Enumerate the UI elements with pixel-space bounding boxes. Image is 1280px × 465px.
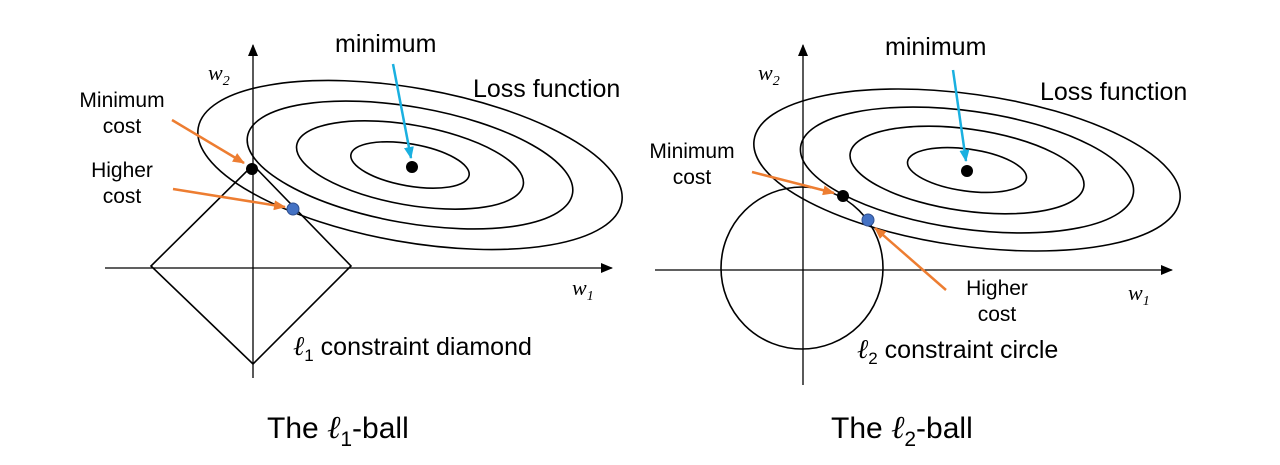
contour-4 [753, 88, 1181, 252]
loss-function-label: Loss function [1040, 78, 1187, 106]
w1-axis-label: w1 [1128, 280, 1150, 309]
w2-axis-label: w2 [208, 60, 230, 89]
w2-axis-label: w2 [758, 60, 780, 89]
contour-4 [197, 79, 623, 251]
higher-cost-dot [286, 202, 300, 216]
loss-contours [753, 88, 1181, 252]
constraint-circle-label: ℓ2 constraint circle [857, 334, 1058, 368]
minimum-cost-dot [246, 163, 258, 175]
minimum-label: minimum [885, 33, 986, 61]
minimum-cost-arrow [171, 118, 245, 165]
w1-axis-label: w1 [572, 275, 594, 304]
loss-contours [197, 79, 623, 251]
l1-ball-caption: The ℓ1-ball [267, 408, 409, 451]
minimum-arrow [391, 63, 414, 159]
l2-ball-caption: The ℓ2-ball [831, 408, 973, 451]
higher-cost-arrow [172, 187, 286, 211]
minimum-cost-dot [837, 190, 849, 202]
contour-3 [246, 100, 574, 230]
contour-2 [849, 125, 1085, 215]
minimum-dot [961, 165, 973, 177]
contour-3 [799, 106, 1135, 234]
contour-1 [906, 146, 1028, 194]
l1-diamond [149, 163, 353, 366]
minimum-arrow [951, 69, 970, 162]
higher-cost-arrow [874, 227, 947, 291]
contour-2 [295, 120, 525, 210]
minimum-dot [406, 161, 418, 173]
loss-function-label: Loss function [473, 75, 620, 103]
minimum-label: minimum [335, 30, 436, 58]
higher-cost-dot [861, 213, 875, 227]
constraint-diamond-label: ℓ1 constraint diamond [293, 331, 532, 365]
minimum-cost-arrow [751, 170, 835, 196]
l2-circle [720, 186, 884, 350]
contour-1 [349, 141, 471, 189]
